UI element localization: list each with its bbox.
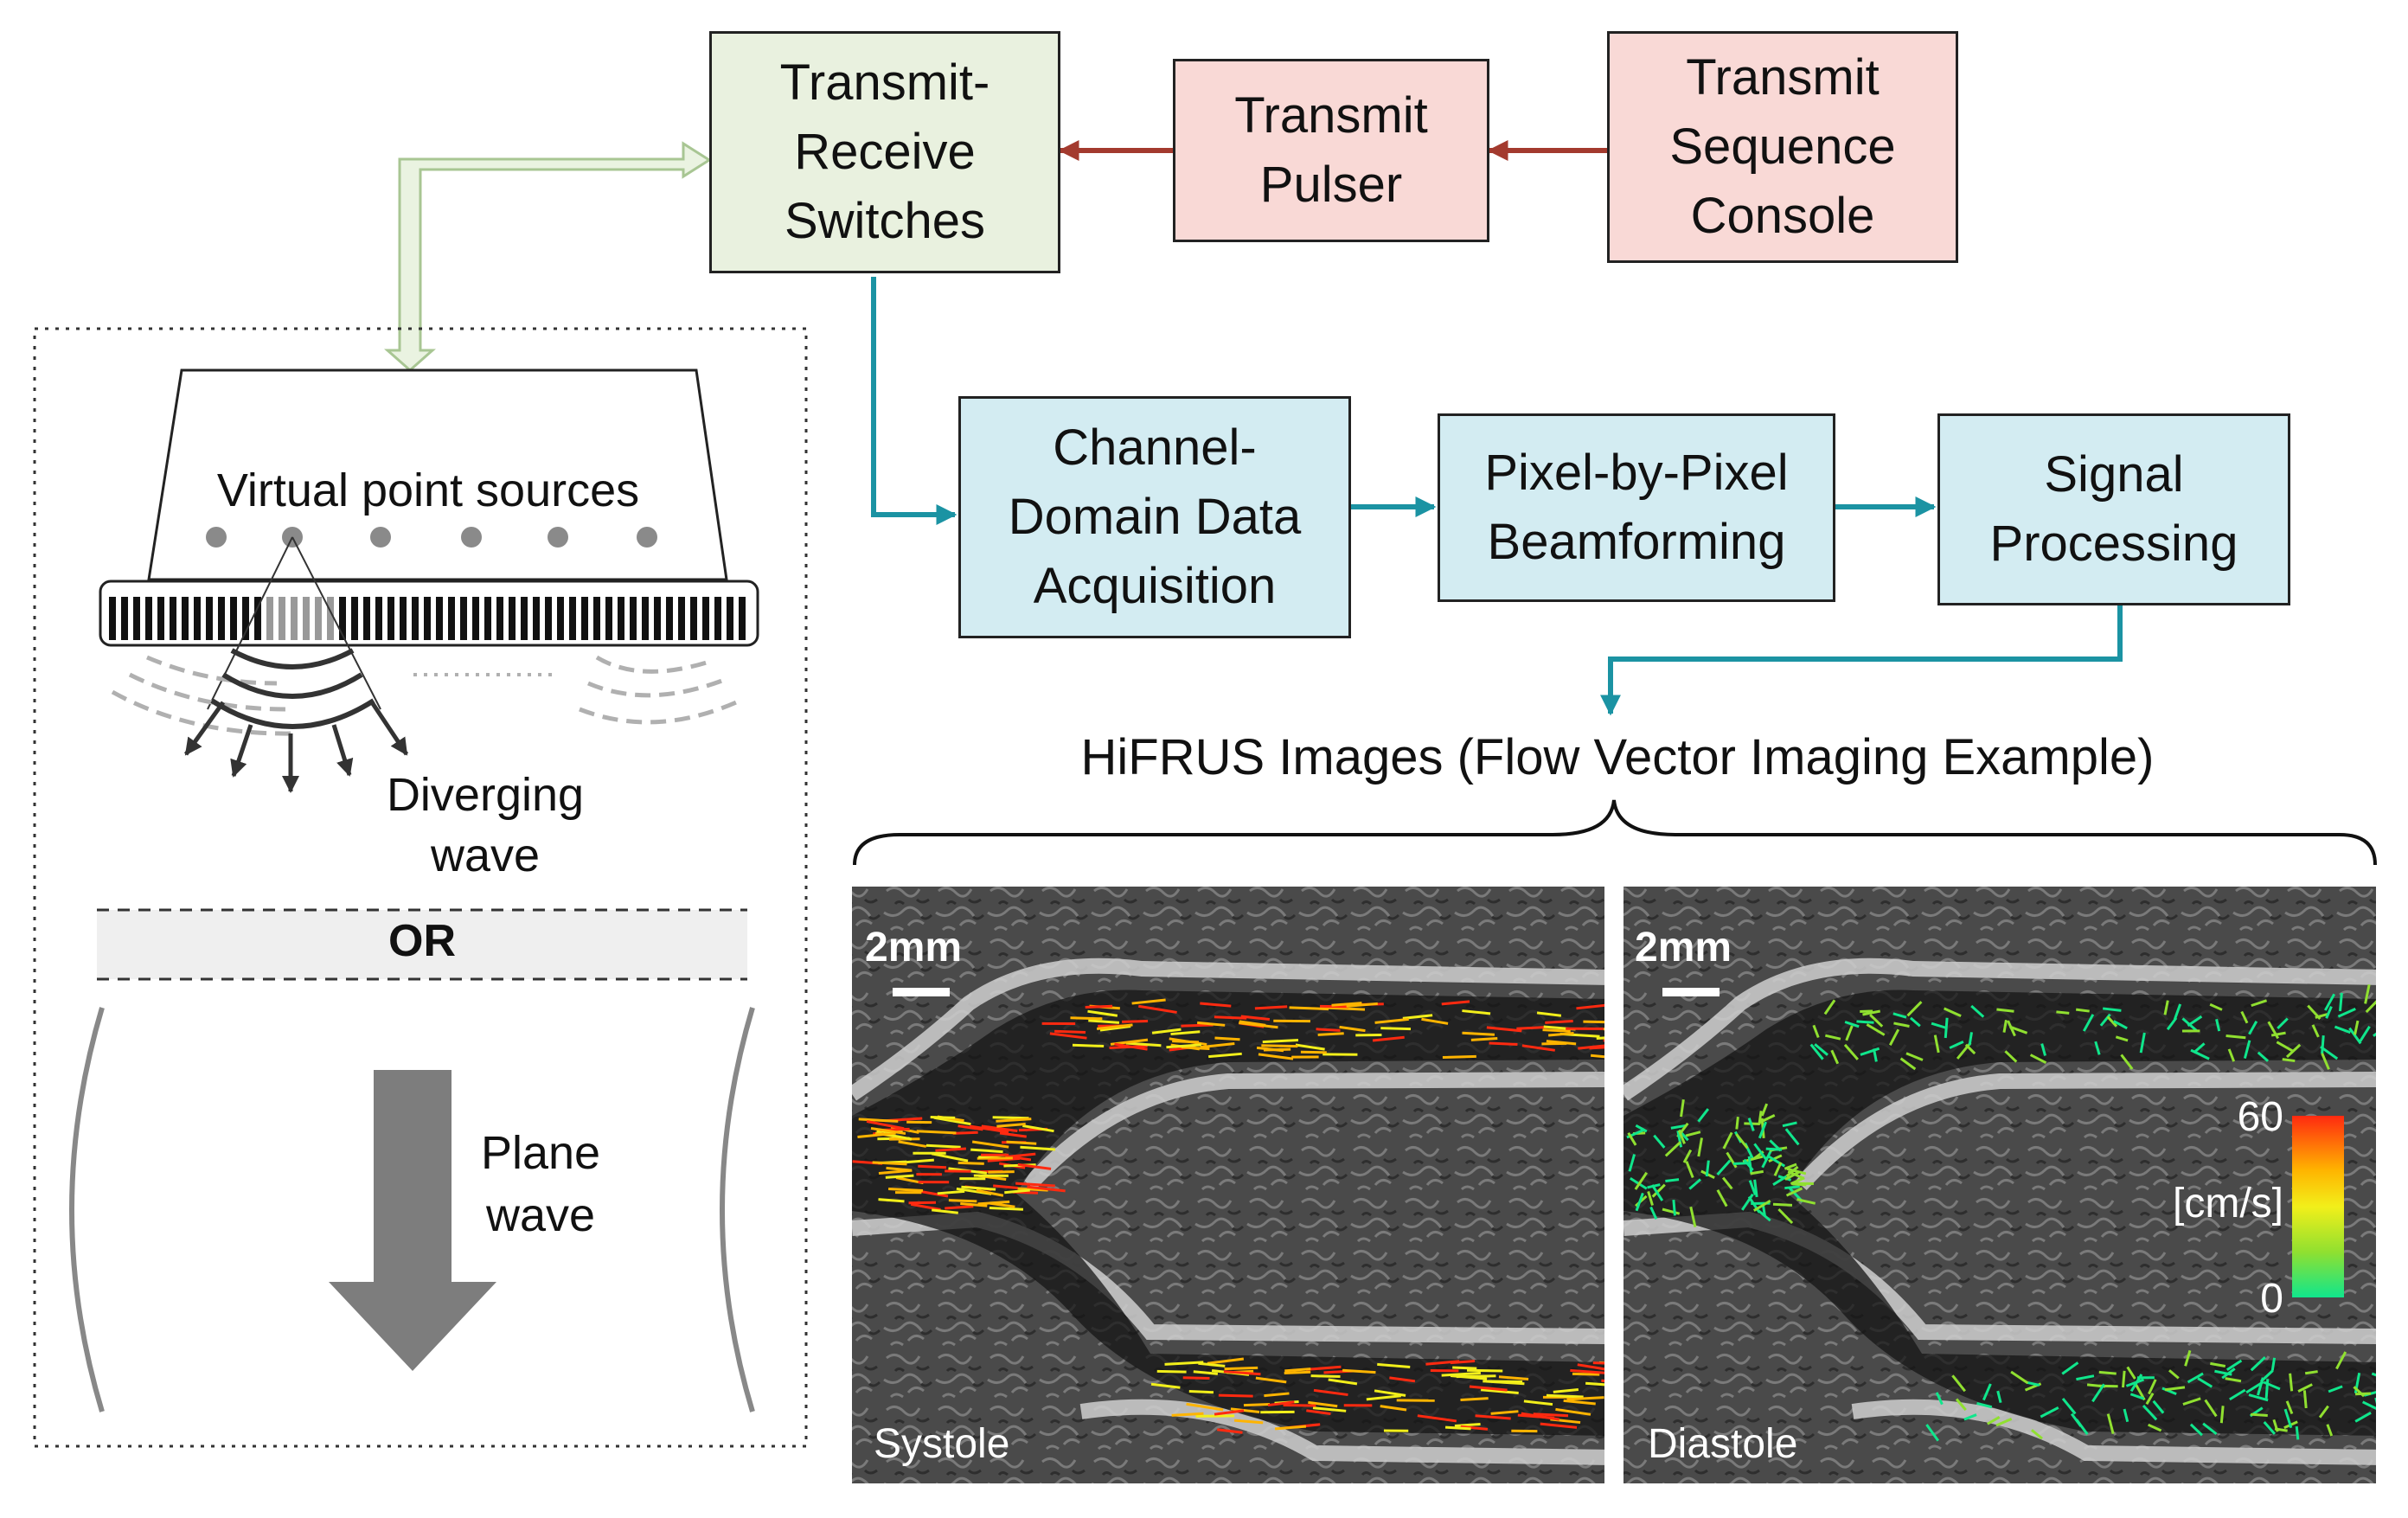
colorbar-max-label: 60 (2237, 1094, 2283, 1140)
colorbar-min-label: 0 (2260, 1276, 2283, 1322)
diverging-wave-label-line2: wave (430, 829, 541, 881)
transmit-receive-switches-block: Transmit- Receive Switches (709, 31, 1060, 273)
transmit-receive-switches-label: Transmit- Receive Switches (779, 54, 990, 249)
transmit-pulser-block: Transmit Pulser (1173, 59, 1489, 242)
scale-bar-label-diastole: 2mm (1635, 925, 1732, 970)
signal-processing-label: Signal Processing (1989, 446, 2238, 572)
colorbar-unit-label: [cm/s] (2173, 1181, 2283, 1227)
systole-label: Systole (874, 1421, 1010, 1467)
pixel-beamforming-block: Pixel-by-Pixel Beamforming (1438, 413, 1835, 602)
hifrus-images-title: HiFRUS Images (Flow Vector Imaging Examp… (1080, 729, 2155, 785)
diverging-wave-label-line1: Diverging (386, 769, 585, 821)
pixel-beamforming-label: Pixel-by-Pixel Beamforming (1484, 445, 1789, 570)
plane-wave-label-line1: Plane (480, 1127, 601, 1179)
channel-domain-acquisition-label: Channel- Domain Data Acquisition (1008, 420, 1302, 614)
scale-bar-label-systole: 2mm (865, 925, 963, 970)
diastole-label: Diastole (1648, 1421, 1798, 1467)
channel-domain-acquisition-block: Channel- Domain Data Acquisition (958, 396, 1351, 638)
or-label: OR (388, 916, 456, 966)
transmit-sequence-console-label: Transmit Sequence Console (1669, 49, 1896, 244)
virtual-point-sources-label: Virtual point sources (216, 464, 640, 516)
transmit-sequence-console-block: Transmit Sequence Console (1607, 31, 1958, 263)
plane-wave-label-line2: wave (485, 1189, 596, 1241)
signal-processing-block: Signal Processing (1937, 413, 2290, 605)
transmit-pulser-label: Transmit Pulser (1234, 87, 1428, 213)
